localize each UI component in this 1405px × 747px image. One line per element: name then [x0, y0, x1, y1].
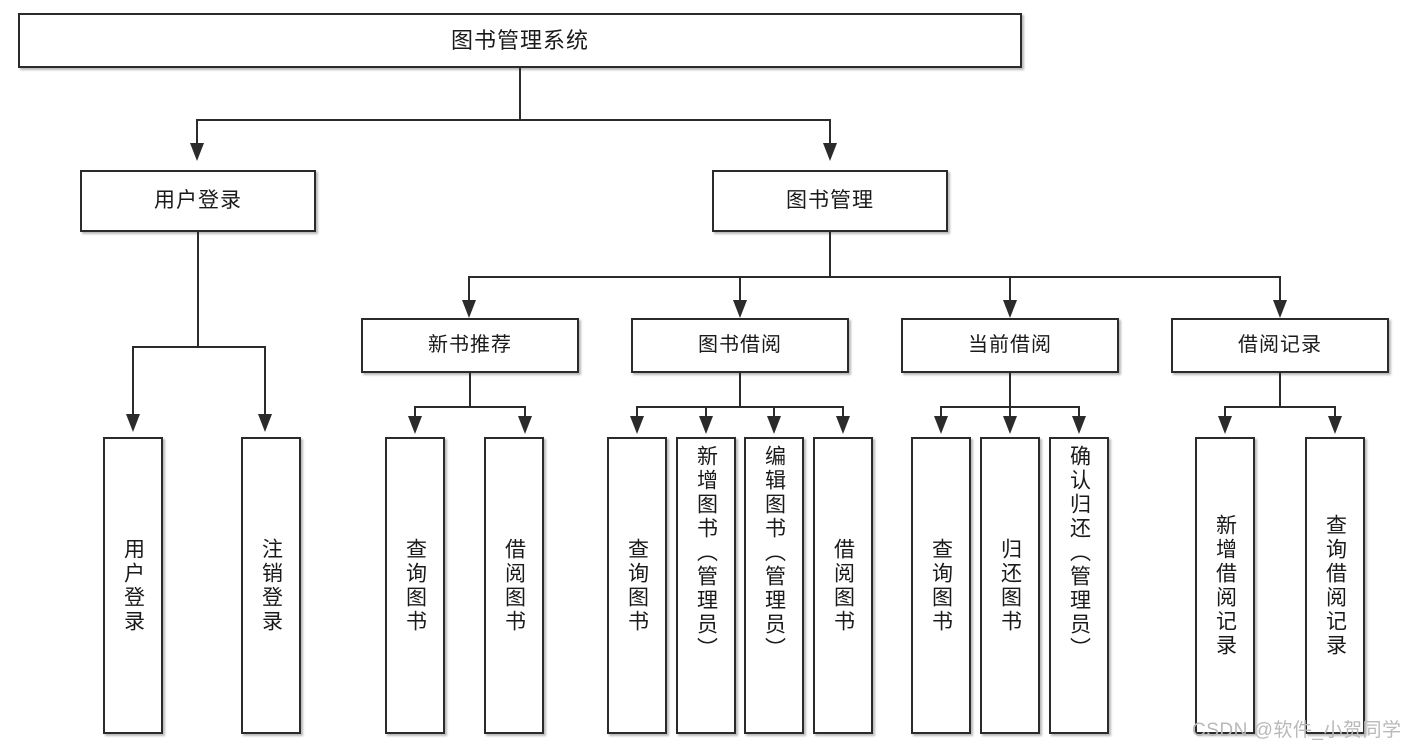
node-label: 新增图书（管理员） [694, 445, 718, 661]
leaf-edit-book-admin[interactable]: 编辑图书（管理员） [744, 437, 804, 734]
connector-borrow-record-drop-2 [1334, 406, 1336, 420]
leaf-query-borrow-record[interactable]: 查询借阅记录 [1305, 437, 1365, 734]
node-label: 当前借阅 [968, 334, 1052, 356]
node-label: 借阅图书 [502, 537, 526, 634]
arrow-user-login-to-leaf-1 [126, 414, 140, 432]
connector-book-borrow-drop-3 [773, 406, 775, 420]
connector-root-to-book-mgmt [829, 119, 831, 147]
node-label: 查询图书 [929, 537, 953, 634]
arrow-user-login-to-leaf-2 [258, 414, 272, 432]
arrow-book-borrow-to-leaf-4 [836, 416, 850, 434]
arrow-book-borrow-to-leaf-3 [767, 416, 781, 434]
arrow-new-book-to-leaf-2 [518, 416, 532, 434]
leaf-user-login[interactable]: 用户登录 [103, 437, 163, 734]
arrow-book-borrow-to-leaf-1 [630, 416, 644, 434]
node-label: 用户登录 [154, 188, 242, 212]
leaf-query-book-current[interactable]: 查询图书 [911, 437, 971, 734]
watermark-csdn: CSDN @软件_小贺同学 [1192, 720, 1402, 741]
connector-book-mgmt-stem [829, 232, 831, 277]
node-label: 确认归还（管理员） [1067, 445, 1091, 661]
node-borrow-record[interactable]: 借阅记录 [1171, 318, 1389, 373]
connector-user-login-stem [197, 232, 199, 347]
leaf-logout[interactable]: 注销登录 [241, 437, 301, 734]
leaf-borrow-book-recommend[interactable]: 借阅图书 [484, 437, 544, 734]
node-label: 查询借阅记录 [1323, 513, 1347, 658]
connector-user-login-bar [132, 346, 265, 348]
node-label: 用户登录 [121, 537, 145, 634]
connector-book-mgmt-drop-3 [1009, 276, 1011, 304]
leaf-add-borrow-record[interactable]: 新增借阅记录 [1195, 437, 1255, 734]
connector-user-login-drop-1 [132, 346, 134, 418]
arrow-borrow-record-to-leaf-1 [1218, 416, 1232, 434]
connector-borrow-record-bar [1224, 406, 1336, 408]
connector-root-stem [519, 68, 521, 120]
leaf-add-book-admin[interactable]: 新增图书（管理员） [676, 437, 736, 734]
node-label: 图书管理 [786, 188, 874, 212]
node-label: 新书推荐 [428, 334, 512, 356]
node-label: 查询图书 [625, 537, 649, 634]
node-label: 注销登录 [259, 537, 283, 634]
node-root-system[interactable]: 图书管理系统 [18, 13, 1022, 68]
leaf-query-book-borrow[interactable]: 查询图书 [607, 437, 667, 734]
node-label: 查询图书 [403, 537, 427, 634]
arrow-root-to-user-login [190, 143, 204, 161]
arrow-root-to-book-mgmt [823, 143, 837, 161]
node-label: 借阅记录 [1238, 334, 1322, 356]
arrow-current-borrow-to-leaf-2 [1003, 416, 1017, 434]
arrow-current-borrow-to-leaf-3 [1072, 416, 1086, 434]
node-book-borrow[interactable]: 图书借阅 [631, 318, 849, 373]
arrow-borrow-record-to-leaf-2 [1328, 416, 1342, 434]
connector-new-book-bar [414, 406, 526, 408]
node-label: 借阅图书 [831, 537, 855, 634]
connector-book-borrow-drop-4 [842, 406, 844, 420]
leaf-borrow-book[interactable]: 借阅图书 [813, 437, 873, 734]
node-user-login[interactable]: 用户登录 [80, 170, 316, 232]
connector-book-borrow-bar [636, 406, 844, 408]
arrow-book-borrow-to-leaf-2 [699, 416, 713, 434]
connector-book-borrow-stem [739, 373, 741, 407]
connector-borrow-record-stem [1279, 373, 1281, 407]
connector-book-borrow-drop-1 [636, 406, 638, 420]
connector-book-mgmt-drop-4 [1279, 276, 1281, 304]
arrow-current-borrow-to-leaf-1 [934, 416, 948, 434]
connector-book-mgmt-drop-2 [739, 276, 741, 304]
node-label: 编辑图书（管理员） [762, 445, 786, 661]
connector-user-login-drop-2 [264, 346, 266, 418]
connector-new-book-drop-2 [524, 406, 526, 420]
connector-current-borrow-drop-1 [940, 406, 942, 420]
connector-new-book-stem [469, 373, 471, 407]
node-label: 新增借阅记录 [1213, 513, 1237, 658]
arrow-new-book-to-leaf-1 [408, 416, 422, 434]
node-label: 归还图书 [998, 537, 1022, 634]
connector-current-borrow-drop-3 [1078, 406, 1080, 420]
leaf-confirm-return-admin[interactable]: 确认归还（管理员） [1049, 437, 1109, 734]
connector-new-book-drop-1 [414, 406, 416, 420]
leaf-return-book[interactable]: 归还图书 [980, 437, 1040, 734]
arrow-book-mgmt-to-new-book [462, 300, 476, 318]
connector-current-borrow-stem [1009, 373, 1011, 407]
connector-current-borrow-drop-2 [1009, 406, 1011, 420]
arrow-book-mgmt-to-current-borrow [1003, 300, 1017, 318]
connector-root-to-user-login [196, 119, 198, 147]
node-book-management[interactable]: 图书管理 [712, 170, 948, 232]
arrow-book-mgmt-to-book-borrow [733, 300, 747, 318]
node-new-book-recommend[interactable]: 新书推荐 [361, 318, 579, 373]
leaf-query-book-recommend[interactable]: 查询图书 [385, 437, 445, 734]
connector-book-mgmt-drop-1 [468, 276, 470, 304]
connector-book-borrow-drop-2 [705, 406, 707, 420]
node-label: 图书借阅 [698, 334, 782, 356]
node-current-borrow[interactable]: 当前借阅 [901, 318, 1119, 373]
connector-root-bar [196, 119, 831, 121]
arrow-book-mgmt-to-borrow-record [1273, 300, 1287, 318]
connector-book-mgmt-bar [468, 276, 1280, 278]
node-label: 图书管理系统 [450, 27, 589, 53]
connector-borrow-record-drop-1 [1224, 406, 1226, 420]
